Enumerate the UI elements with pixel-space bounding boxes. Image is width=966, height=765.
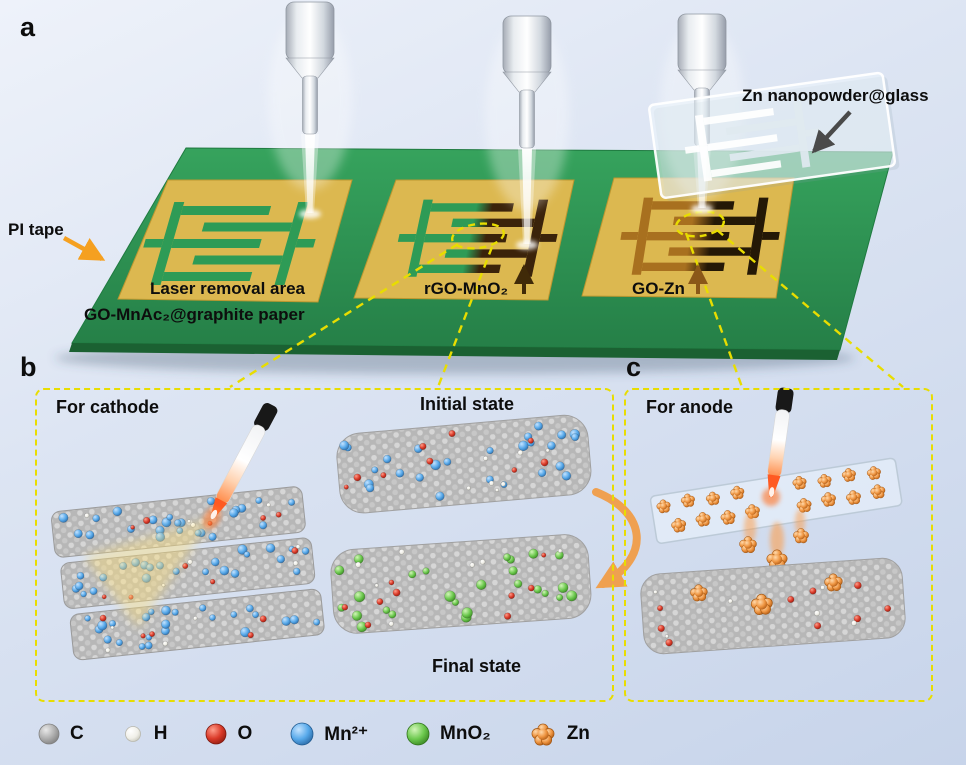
final-state-flake [330, 534, 592, 634]
panel-a-label: a [20, 12, 36, 42]
legend-label-manganese-dioxide: MnO₂ [440, 723, 491, 744]
zn-glass-label: Zn nanopowder@glass [742, 86, 929, 105]
substrate-label: GO-MnAc₂@graphite paper [84, 305, 305, 324]
initial-state-flake [336, 414, 592, 514]
laser-head-1 [268, 1, 352, 219]
cathode-title: For cathode [56, 397, 160, 417]
cathode-zoom-panel [35, 388, 614, 702]
panel-b-label: b [20, 352, 37, 382]
anode-title: For anode [646, 397, 734, 417]
manganese-dioxide-sphere-icon [406, 722, 430, 746]
laser-removal-label: Laser removal area [150, 279, 305, 298]
oxygen-sphere-icon [206, 723, 227, 745]
zinc-cluster-icon [531, 723, 555, 746]
zn-glass-arrow [811, 110, 852, 154]
laser-pen-anode [762, 387, 794, 506]
go-zn-label: GO-Zn [632, 279, 685, 298]
legend-label-hydrogen: H [153, 723, 168, 744]
legend: C H O Mn²⁺ MnO₂ Zn [36, 718, 626, 750]
hydrogen-sphere-icon [124, 726, 141, 742]
pi-tape-label: PI tape [8, 220, 64, 239]
anode-zoom-panel [624, 388, 933, 702]
laser-beam [522, 148, 532, 244]
state-transition-arrow [592, 488, 641, 589]
legend-item-carbon: C [36, 721, 84, 747]
initial-state-label: Initial state [420, 394, 515, 414]
legend-label-oxygen: O [237, 723, 253, 744]
falling-zn-clusters [739, 509, 810, 570]
legend-item-hydrogen: H [120, 721, 168, 747]
legend-label-carbon: C [70, 723, 84, 744]
final-state-label: Final state [432, 656, 522, 676]
zn-nanopowder-glass [648, 71, 900, 202]
carbon-sphere-icon [38, 723, 60, 745]
panel-c-label: c [626, 352, 642, 382]
legend-item-manganese-dioxide: MnO₂ [404, 720, 491, 748]
electrode-patch-laser-removal [117, 179, 353, 303]
legend-item-manganese-ion: Mn²⁺ [288, 720, 368, 748]
laser-head-2 [485, 15, 569, 250]
legend-item-zinc: Zn [527, 718, 590, 750]
laser-light-fan [84, 518, 212, 628]
manganese-ion-sphere-icon [290, 722, 314, 746]
pi-tape-arrow [62, 236, 106, 261]
laser-beam [305, 134, 315, 213]
legend-label-manganese-ion: Mn²⁺ [324, 723, 369, 745]
rgo-mno2-label: rGO-MnO₂ [424, 279, 509, 298]
legend-label-zinc: Zn [566, 723, 590, 744]
legend-item-oxygen: O [203, 721, 252, 747]
anode-graphene-sheet [640, 557, 906, 655]
laser-pen-cathode [202, 402, 278, 530]
